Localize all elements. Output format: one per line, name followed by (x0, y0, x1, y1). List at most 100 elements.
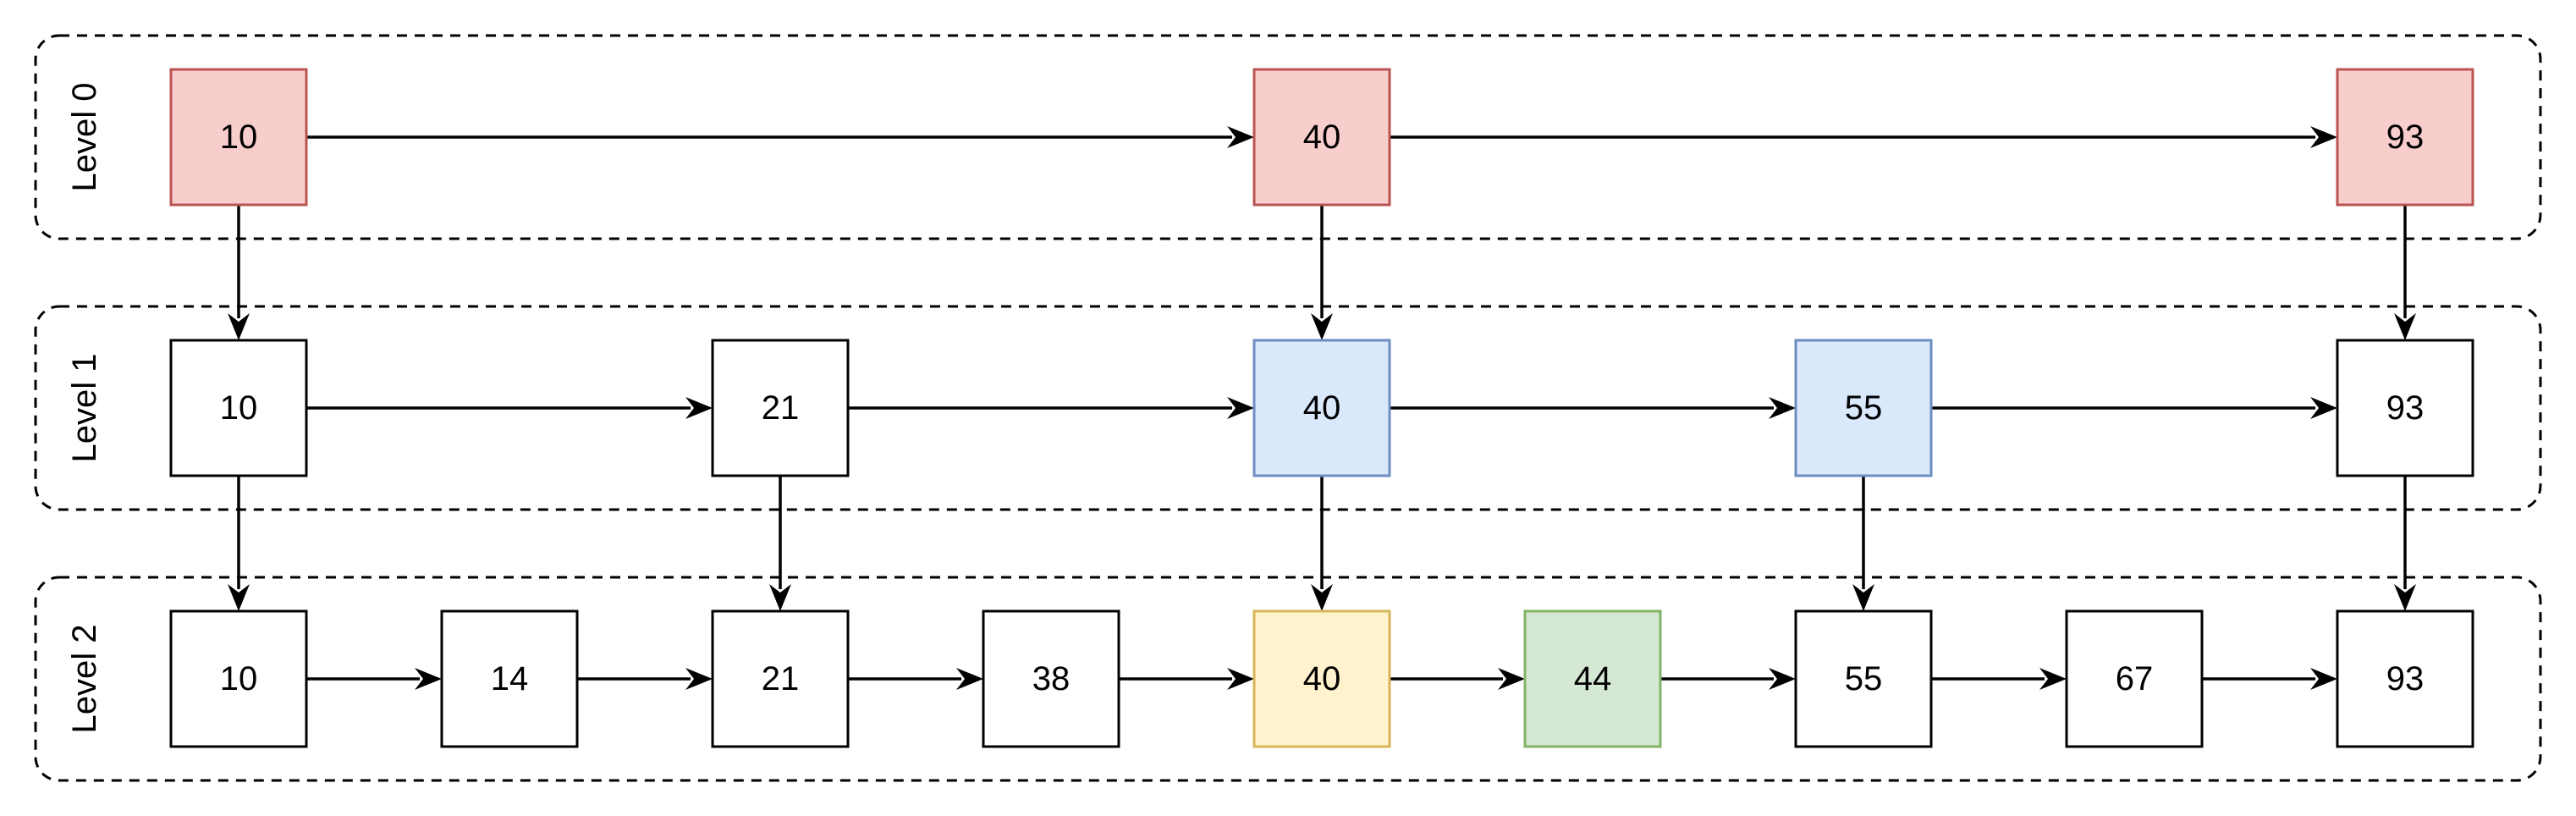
next-arrow (848, 668, 983, 690)
node-value: 55 (1845, 660, 1883, 697)
node-55: 55 (1794, 609, 1933, 748)
node-box (169, 609, 308, 748)
node-value: 14 (491, 660, 529, 697)
node-box (1794, 339, 1933, 477)
arrowhead-icon (685, 397, 713, 419)
node-box (1252, 68, 1391, 207)
node-box (2336, 609, 2474, 748)
arrowhead-icon (1227, 668, 1254, 690)
node-21: 21 (711, 339, 850, 477)
node-box (1252, 339, 1391, 477)
node-box (982, 609, 1120, 748)
node-value: 21 (762, 389, 800, 427)
node-box (169, 68, 308, 207)
node-93: 93 (2336, 609, 2474, 748)
level-2-lane: Level 2 (34, 576, 2542, 782)
level-label: Level 0 (66, 83, 103, 192)
arrowhead-icon (415, 668, 442, 690)
next-arrow (2202, 668, 2337, 690)
next-arrow (306, 126, 1254, 148)
next-arrow (1119, 668, 1254, 690)
next-arrow (306, 668, 442, 690)
arrowhead-icon (1852, 584, 1874, 611)
down-arrow (2394, 205, 2416, 340)
node-value: 67 (2116, 660, 2154, 697)
node-40: 40 (1252, 68, 1391, 207)
arrowhead-icon (1227, 126, 1254, 148)
node-box (711, 609, 850, 748)
node-value: 10 (220, 119, 258, 156)
node-box (2336, 339, 2474, 477)
arrowhead-icon (2310, 126, 2337, 148)
arrowhead-icon (2394, 313, 2416, 340)
arrowhead-icon (2039, 668, 2067, 690)
arrowhead-icon (2394, 584, 2416, 611)
node-67: 67 (2065, 609, 2204, 748)
lane-frame (34, 576, 2542, 782)
arrowhead-icon (1769, 668, 1796, 690)
down-arrow (228, 205, 250, 340)
node-value: 40 (1303, 660, 1341, 697)
node-box (711, 339, 850, 477)
down-arrow (1311, 205, 1333, 340)
node-44: 44 (1523, 609, 1662, 748)
down-arrow (1852, 476, 1874, 611)
link-arrows (228, 126, 2416, 690)
arrowhead-icon (769, 584, 791, 611)
down-arrow (2394, 476, 2416, 611)
lane-frame (34, 305, 2542, 511)
level-1-lane: Level 1 (34, 305, 2542, 511)
next-arrow (1931, 397, 2337, 419)
level-0-lane: Level 0 (34, 34, 2542, 240)
node-box (1794, 609, 1933, 748)
node-10: 10 (169, 339, 308, 477)
node-value: 93 (2386, 660, 2425, 697)
arrowhead-icon (2310, 397, 2337, 419)
level-label: Level 1 (66, 354, 103, 463)
arrowhead-icon (2310, 668, 2337, 690)
next-arrow (1660, 668, 1796, 690)
node-10: 10 (169, 68, 308, 207)
next-arrow (577, 668, 713, 690)
node-40: 40 (1252, 609, 1391, 748)
arrowhead-icon (228, 313, 250, 340)
node-value: 10 (220, 389, 258, 427)
down-arrow (228, 476, 250, 611)
next-arrow (1390, 126, 2337, 148)
node-box (2336, 68, 2474, 207)
node-box (2065, 609, 2204, 748)
level-label: Level 2 (66, 625, 103, 734)
node-value: 44 (1574, 660, 1612, 697)
node-value: 93 (2386, 389, 2425, 427)
arrowhead-icon (1227, 397, 1254, 419)
arrowhead-icon (1311, 584, 1333, 611)
node-93: 93 (2336, 339, 2474, 477)
arrowhead-icon (1498, 668, 1525, 690)
node-14: 14 (440, 609, 579, 748)
level-lanes: Level 0 Level 1 Level 2 (34, 34, 2542, 782)
node-box (1523, 609, 1662, 748)
down-arrow (769, 476, 791, 611)
node-box (169, 339, 308, 477)
arrowhead-icon (1311, 313, 1333, 340)
node-10: 10 (169, 609, 308, 748)
arrowhead-icon (1769, 397, 1796, 419)
lane-frame (34, 34, 2542, 240)
next-arrow (306, 397, 713, 419)
node-value: 21 (762, 660, 800, 697)
node-38: 38 (982, 609, 1120, 748)
node-93: 93 (2336, 68, 2474, 207)
node-value: 40 (1303, 119, 1341, 156)
node-box (440, 609, 579, 748)
node-value: 93 (2386, 119, 2425, 156)
node-40: 40 (1252, 339, 1391, 477)
node-value: 38 (1032, 660, 1071, 697)
arrowhead-icon (228, 584, 250, 611)
node-value: 10 (220, 660, 258, 697)
next-arrow (1931, 668, 2067, 690)
next-arrow (1390, 668, 1525, 690)
next-arrow (848, 397, 1254, 419)
next-arrow (1390, 397, 1796, 419)
